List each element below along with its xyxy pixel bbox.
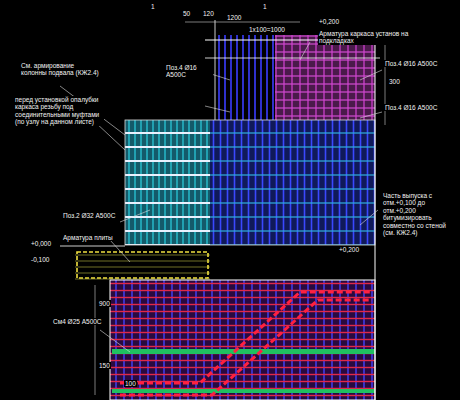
note: перед установкой опалубки каркаса резьбу…: [14, 96, 104, 126]
dimension-label: 1: [150, 3, 156, 10]
note: См. армирование колонны подвала (КЖ2.4): [20, 62, 102, 77]
dimension-label: 1x100=1000: [248, 26, 286, 33]
dimension-label: +0,000: [30, 240, 52, 247]
position-callout: Поз.4 Ø16 А500С: [165, 64, 213, 79]
dimension-label: 900: [98, 300, 111, 307]
dimension-label: +0,200: [318, 18, 340, 25]
position-callout: См4 Ø25 А500С: [52, 318, 103, 325]
dimension-label: +0,200: [338, 246, 360, 253]
dimension-label: 150: [98, 362, 111, 369]
dimension-label: 120: [202, 10, 215, 17]
dimension-label: 300: [388, 78, 401, 85]
dimension-label: -0,100: [30, 256, 50, 263]
note: Арматура каркаса установ на подкладках: [318, 30, 430, 45]
position-callout: Поз.4 Ø16 А500С: [384, 104, 438, 111]
position-callout: Поз.4 Ø16 А500С: [384, 60, 438, 67]
note: Часть выпуска с отм.+0,100 до отм.+0,200…: [382, 192, 456, 237]
dimension-label: 1200: [226, 14, 242, 21]
dimension-label: 1: [262, 3, 268, 10]
dimension-label: 100: [124, 380, 137, 387]
dimension-label: 50: [182, 10, 191, 17]
position-callout: Поз.2 Ø32 А500С: [62, 212, 116, 219]
part-name: Арматура плиты: [62, 234, 114, 241]
